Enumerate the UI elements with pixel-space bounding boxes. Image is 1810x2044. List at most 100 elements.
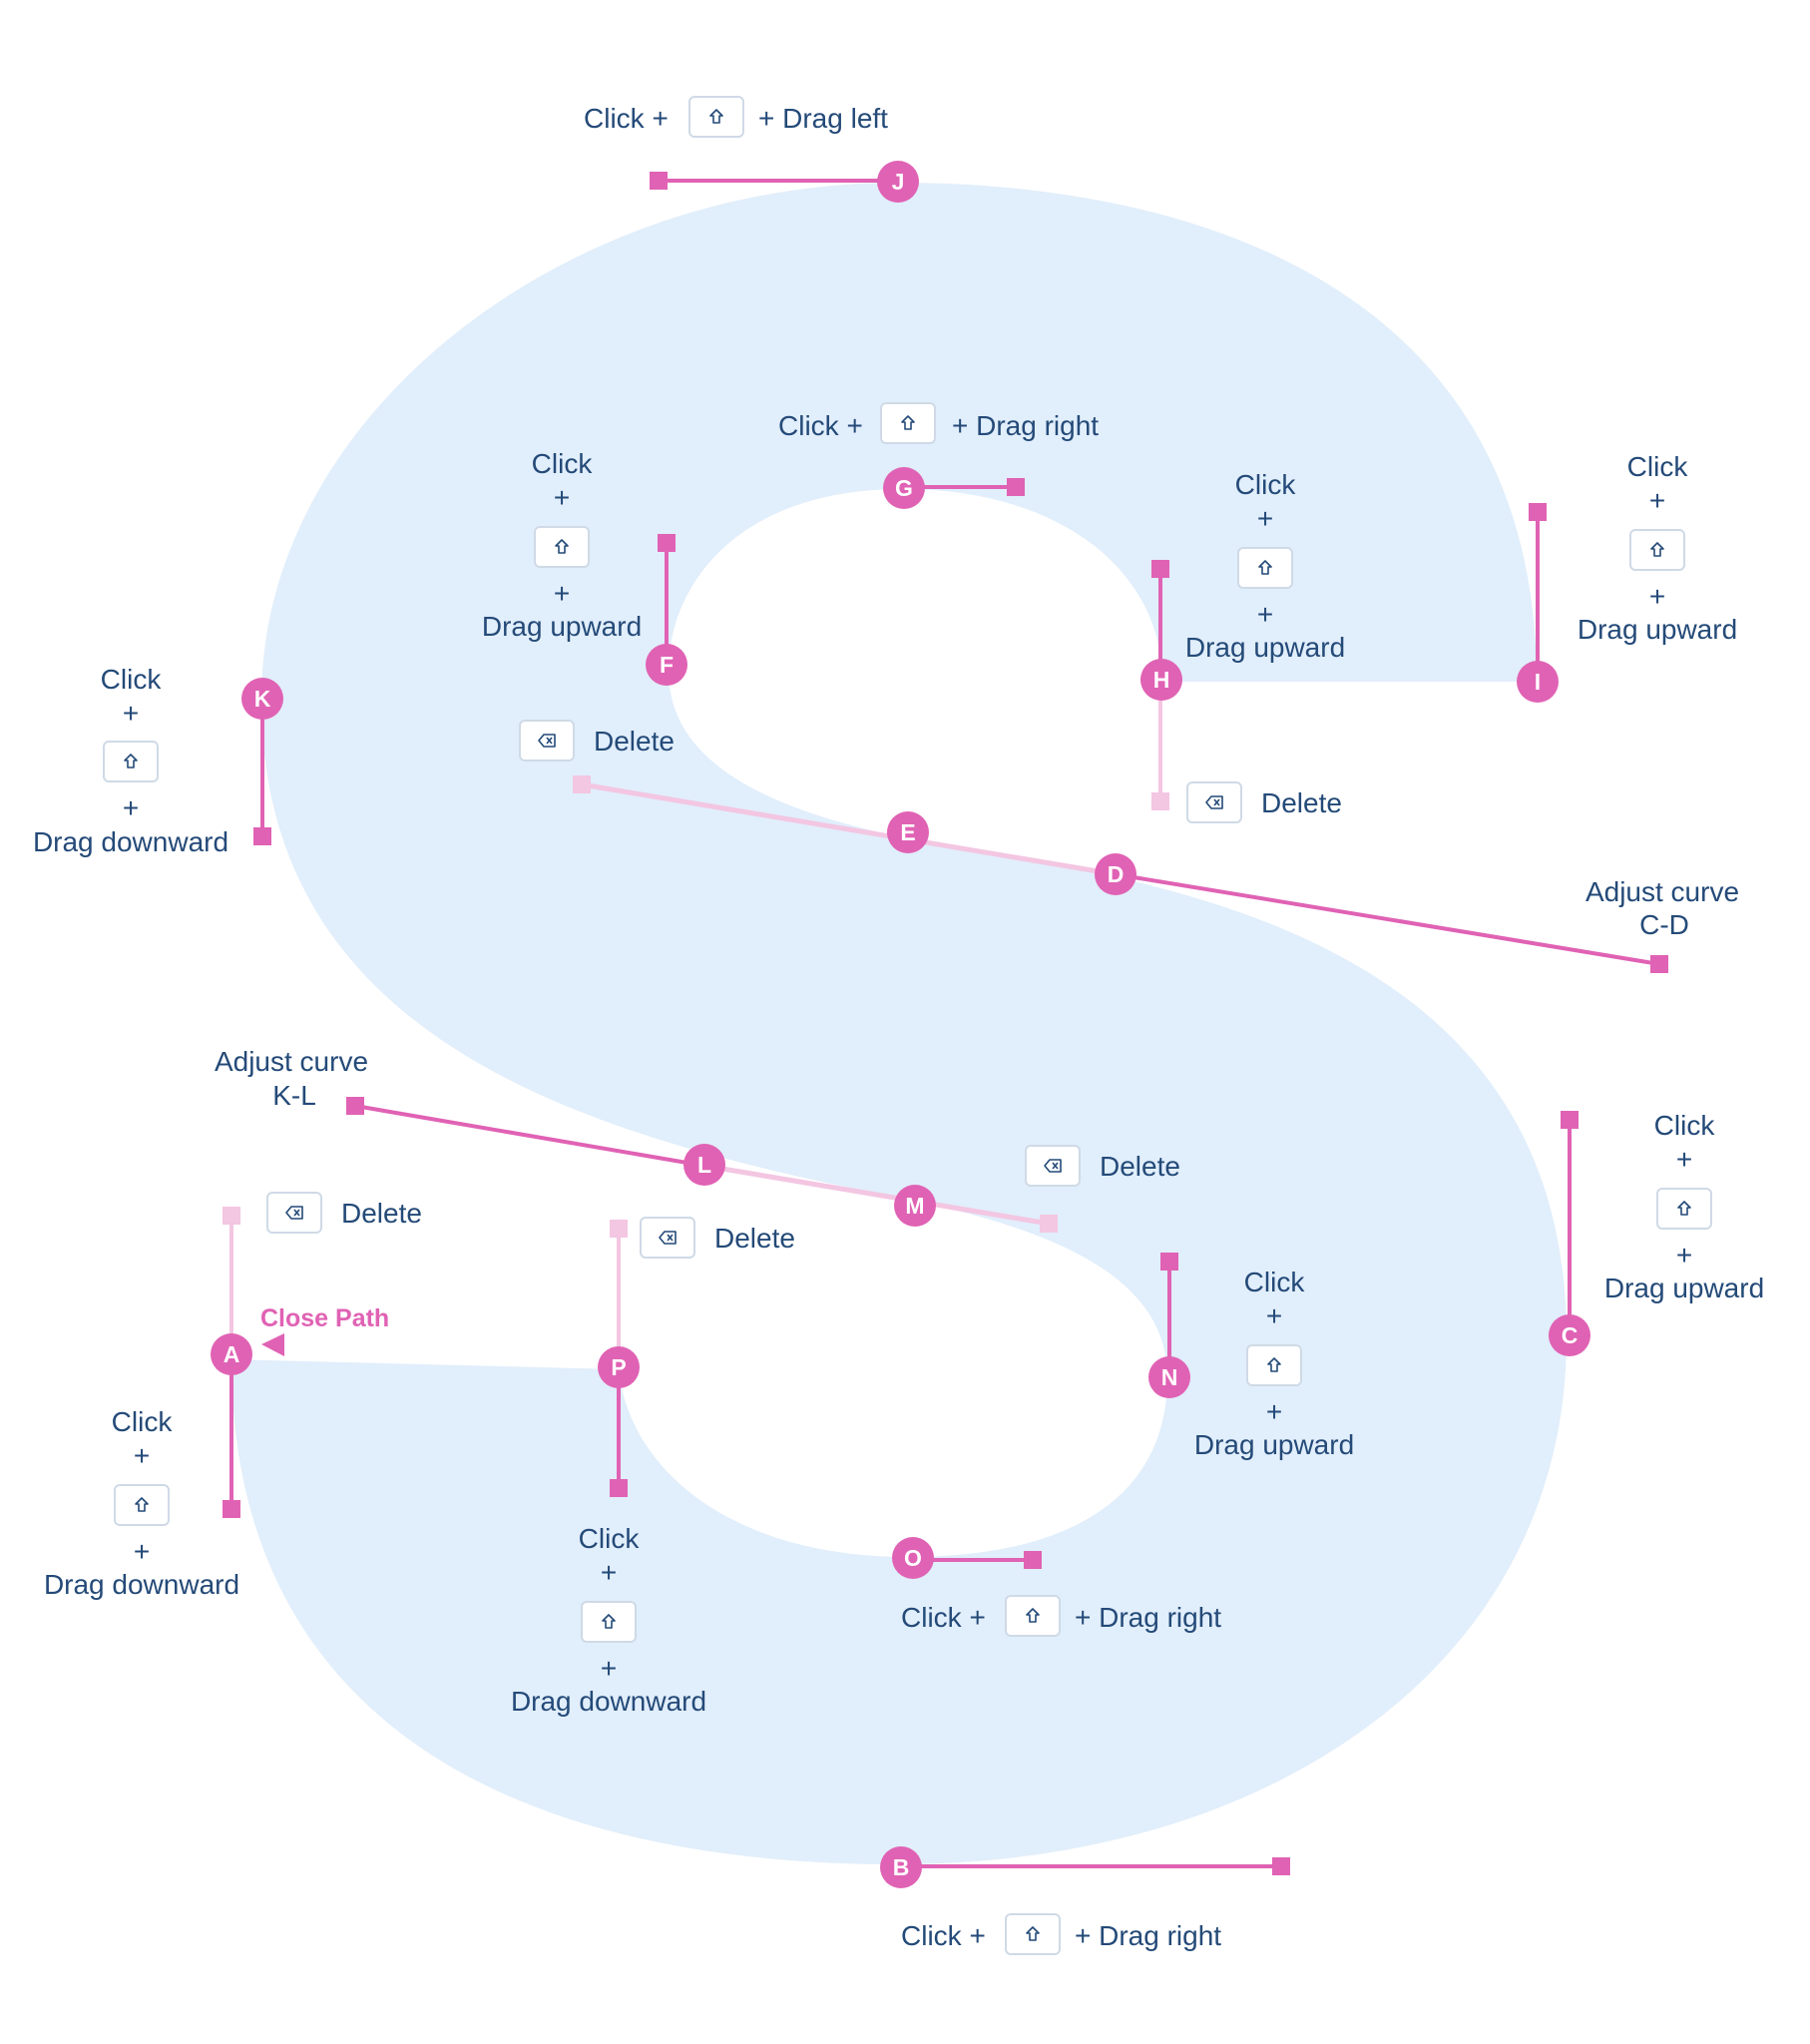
handle-n-point[interactable] <box>1160 1253 1178 1271</box>
plus-text: + <box>1676 1144 1692 1175</box>
backspace-key-icon <box>519 720 575 762</box>
shift-key-icon <box>688 96 744 138</box>
plus-text: + <box>1649 581 1665 612</box>
svg-text:H: H <box>1153 667 1170 693</box>
delete-p: Delete <box>640 1217 795 1259</box>
node-a[interactable]: A <box>211 1333 252 1375</box>
handle-h-faded-point[interactable] <box>1151 792 1169 810</box>
delete-text: Delete <box>714 1223 795 1254</box>
drag-upward-text: Drag upward <box>1604 1273 1764 1303</box>
handle-f-point[interactable] <box>658 534 676 552</box>
click-text: Click + <box>901 1602 986 1633</box>
close-path-arrow-icon[interactable] <box>261 1333 284 1356</box>
shift-key-icon <box>103 741 159 782</box>
backspace-key-icon <box>1025 1145 1081 1187</box>
shift-key-icon <box>1005 1913 1061 1955</box>
node-l[interactable]: L <box>683 1144 725 1186</box>
delete-a: Delete <box>266 1192 422 1234</box>
handle-b[interactable] <box>902 1857 1290 1875</box>
backspace-key-icon <box>1186 781 1242 823</box>
drag-upward-text: Drag upward <box>1185 632 1345 663</box>
drag-upward-text: Drag upward <box>482 611 642 642</box>
adjust-curve-kl-text: K-L <box>272 1080 316 1111</box>
handle-c-point[interactable] <box>1561 1111 1579 1129</box>
drag-upward-text: Drag upward <box>1578 614 1737 645</box>
click-text: Click <box>1654 1110 1716 1141</box>
node-c[interactable]: C <box>1549 1314 1590 1356</box>
drag-upward-text: Drag upward <box>1194 1429 1354 1460</box>
delete-m: Delete <box>1025 1145 1180 1187</box>
handle-a-faded-point[interactable] <box>223 1207 240 1225</box>
shift-key-icon <box>114 1484 170 1526</box>
handle-g-point[interactable] <box>1007 478 1025 496</box>
shift-key-icon <box>1005 1595 1061 1637</box>
delete-h: Delete <box>1186 781 1342 823</box>
delete-e: Delete <box>519 720 675 762</box>
handle-c[interactable] <box>1561 1111 1579 1335</box>
handle-l-point[interactable] <box>346 1097 364 1115</box>
node-d[interactable]: D <box>1095 853 1136 895</box>
handle-p-point[interactable] <box>610 1479 628 1497</box>
node-n[interactable]: N <box>1148 1356 1190 1398</box>
handle-l[interactable] <box>346 1097 705 1168</box>
handle-m-faded-point[interactable] <box>1040 1215 1058 1233</box>
backspace-key-icon <box>640 1217 695 1259</box>
handle-d-point[interactable] <box>1650 955 1668 973</box>
handle-o-point[interactable] <box>1024 1551 1042 1569</box>
svg-text:J: J <box>892 169 905 195</box>
plus-text: + <box>134 1440 150 1471</box>
node-k[interactable]: K <box>241 678 283 720</box>
plus-text: + <box>554 578 570 609</box>
shift-key-icon <box>1656 1188 1712 1230</box>
handle-a[interactable] <box>223 1357 240 1518</box>
plus-text: + <box>134 1536 150 1567</box>
instruction-o: Click + + Drag right <box>901 1595 1221 1637</box>
delete-text: Delete <box>341 1198 422 1229</box>
node-i[interactable]: I <box>1517 661 1559 703</box>
handle-b-point[interactable] <box>1272 1857 1290 1875</box>
handle-p-faded[interactable] <box>610 1220 628 1367</box>
svg-text:O: O <box>904 1545 922 1571</box>
click-text: Click + <box>901 1920 986 1951</box>
node-m[interactable]: M <box>894 1185 936 1227</box>
handle-j[interactable] <box>650 172 896 190</box>
instruction-b: Click + + Drag right <box>901 1913 1221 1955</box>
shift-key-icon <box>1246 1344 1302 1386</box>
svg-text:C: C <box>1562 1322 1579 1348</box>
node-e[interactable]: E <box>887 811 929 853</box>
svg-text:K: K <box>254 686 271 712</box>
handle-i[interactable] <box>1529 503 1547 682</box>
handle-i-point[interactable] <box>1529 503 1547 521</box>
instruction-c: Click + + Drag upward <box>1604 1110 1764 1303</box>
click-text: Click + <box>584 103 669 134</box>
node-p[interactable]: P <box>598 1346 640 1388</box>
node-g[interactable]: G <box>883 467 925 509</box>
instruction-h: Click + + Drag upward <box>1185 469 1345 663</box>
svg-text:G: G <box>895 475 913 501</box>
plus-text: + <box>554 482 570 513</box>
click-text: Click <box>1627 451 1689 482</box>
handle-j-point[interactable] <box>650 172 668 190</box>
handle-d[interactable] <box>1115 872 1668 973</box>
node-f[interactable]: F <box>646 644 687 686</box>
plus-text: + <box>1676 1240 1692 1271</box>
handle-m-faded[interactable] <box>703 1163 1058 1233</box>
handle-p-faded-point[interactable] <box>610 1220 628 1238</box>
drag-right-text: + Drag right <box>1075 1602 1221 1633</box>
handle-f[interactable] <box>658 534 676 664</box>
node-h[interactable]: H <box>1140 659 1182 701</box>
handle-e-faded[interactable] <box>573 775 1117 877</box>
handle-k-point[interactable] <box>253 827 271 845</box>
node-b[interactable]: B <box>880 1846 922 1888</box>
node-o[interactable]: O <box>892 1537 934 1579</box>
handle-e-faded-point[interactable] <box>573 775 591 793</box>
handle-k[interactable] <box>253 699 271 845</box>
plus-text: + <box>601 1557 617 1588</box>
drag-right-text: + Drag right <box>1075 1920 1221 1951</box>
handle-a-point[interactable] <box>223 1500 240 1518</box>
svg-text:M: M <box>905 1193 924 1219</box>
handle-h-point[interactable] <box>1151 560 1169 578</box>
delete-text: Delete <box>1100 1151 1180 1182</box>
node-j[interactable]: J <box>877 161 919 203</box>
